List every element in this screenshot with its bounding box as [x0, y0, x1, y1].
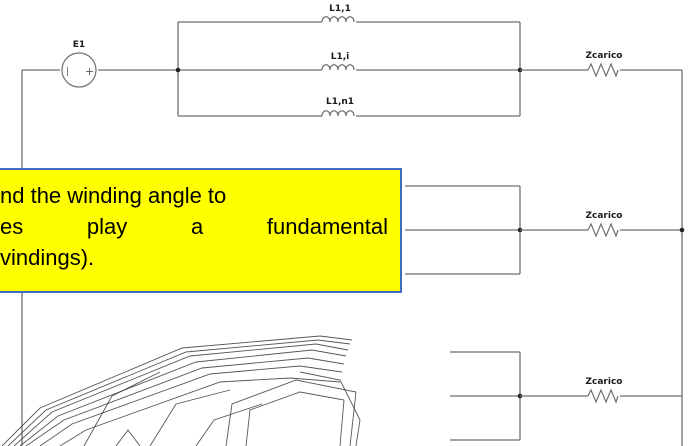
- load-3-label: Zcarico: [586, 377, 623, 387]
- inductor-bank-bottom: [450, 351, 521, 441]
- inductor-l1-1: [321, 16, 355, 23]
- inductor-l1-1-label: L1,1: [329, 4, 351, 14]
- junction-node: [679, 227, 685, 233]
- callout-text: nd the winding angle to es play a fundam…: [0, 180, 388, 273]
- svg-text:+: +: [85, 65, 94, 78]
- callout-box: nd the winding angle to es play a fundam…: [0, 168, 402, 293]
- resistor-load-3: [587, 388, 619, 404]
- callout-line-1: nd the winding angle to: [0, 183, 227, 208]
- inductor-l1-n1-label: L1,n1: [326, 97, 354, 107]
- inductor-bank-top: [177, 21, 521, 117]
- svg-text:|: |: [66, 67, 69, 77]
- load-2-label: Zcarico: [586, 211, 623, 221]
- inductor-bank-middle: [405, 185, 521, 275]
- inductor-l1-i: [321, 64, 355, 71]
- resistor-load-2: [587, 222, 619, 238]
- voltage-source: | +: [61, 52, 97, 88]
- load-1-label: Zcarico: [586, 51, 623, 61]
- inductor-l1-i-label: L1,i: [331, 52, 350, 62]
- callout-line-3: vindings).: [0, 245, 95, 270]
- winding-sketch-image: [1, 335, 361, 446]
- source-label: E1: [73, 40, 85, 50]
- inductor-l1-n1: [321, 110, 355, 117]
- junction-node: [175, 67, 181, 73]
- resistor-load-1: [587, 62, 619, 78]
- callout-line-2: es play a fundamental: [0, 214, 388, 239]
